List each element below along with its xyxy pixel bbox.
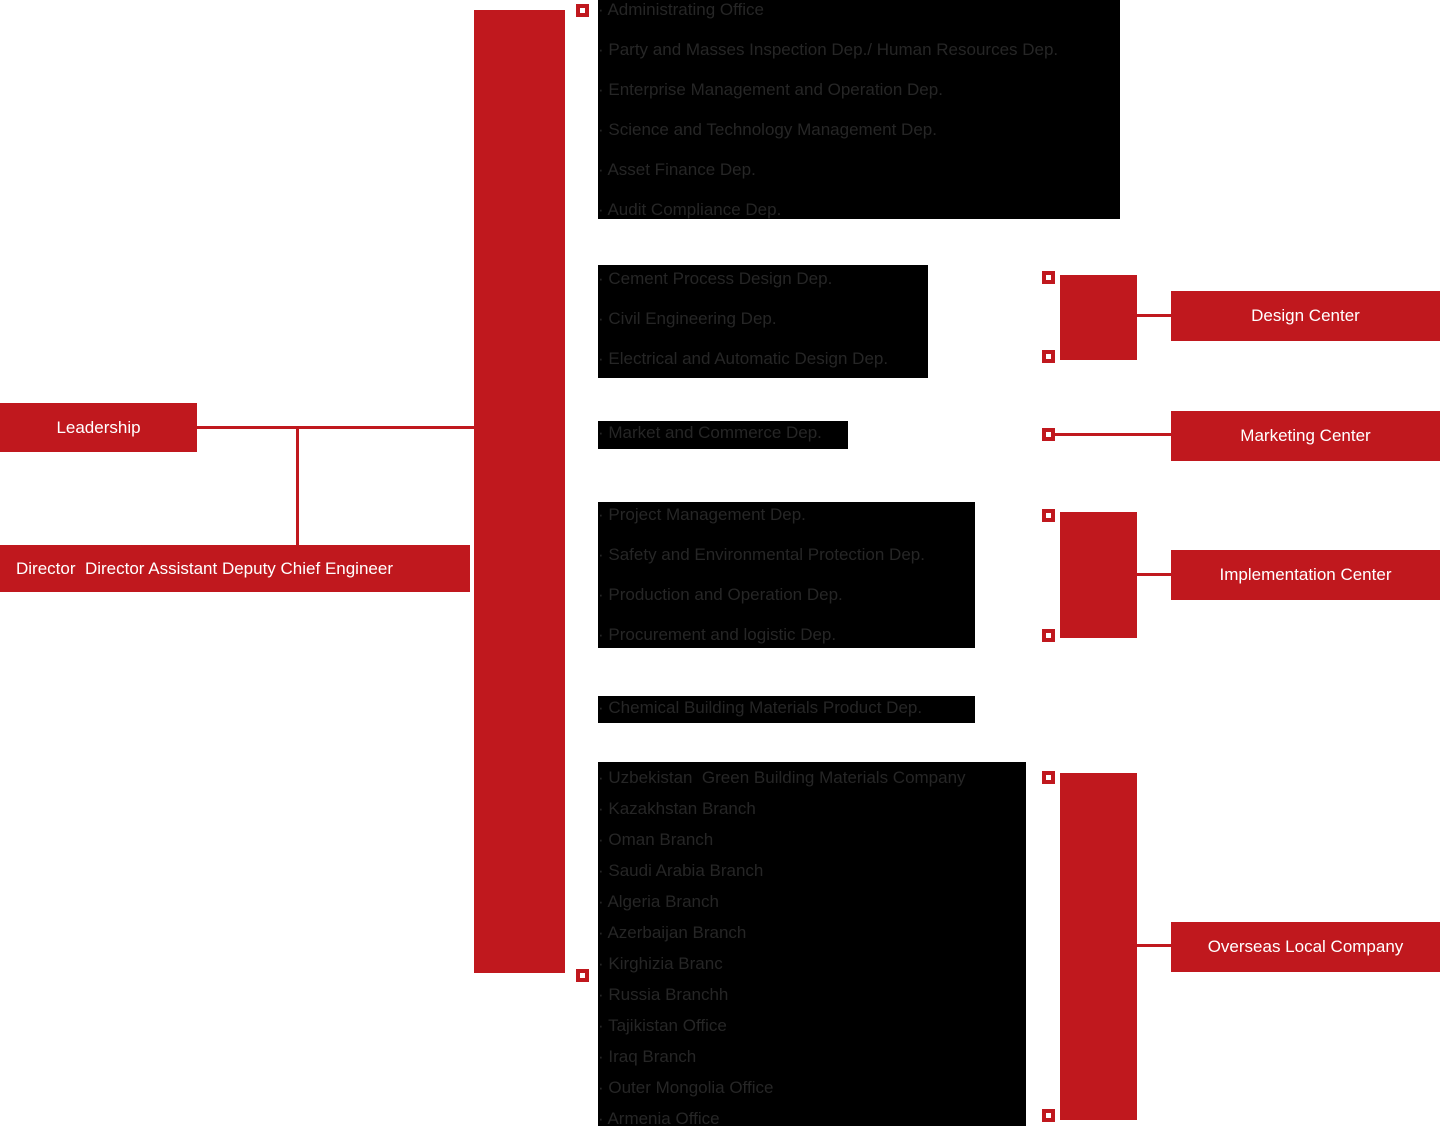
connector-node-icon [1042,509,1055,522]
dept-item: · Enterprise Management and Operation De… [598,80,943,99]
dept-item: · Armenia Office [598,1109,720,1126]
overseas-company-box: Overseas Local Company [1171,922,1440,972]
main-trunk-bar [474,10,565,973]
overseas-stub-bar [1060,773,1137,1120]
connector-node-icon [1042,629,1055,642]
design-stub-bar [1060,275,1137,360]
dept-group-overseas: · Uzbekistan Green Building Materials Co… [598,762,1026,1126]
dept-item: · Project Management Dep. [598,505,806,524]
implementation-center-label: Implementation Center [1219,565,1392,584]
connector-node-icon [576,969,589,982]
connector-line-leadership [197,426,474,429]
connector-node-icon [576,4,589,17]
design-center-box: Design Center [1171,291,1440,341]
dept-item: · Russia Branchh [598,985,729,1004]
dept-item: · Audit Compliance Dep. [598,200,782,219]
leadership-box: Leadership [0,403,197,452]
dept-item: · Iraq Branch [598,1047,697,1066]
connector-line-overseas [1137,944,1171,947]
dept-item: · Chemical Building Materials Product De… [598,698,923,717]
director-label: Director Director Assistant Deputy Chief… [16,558,393,578]
dept-item: · Science and Technology Management Dep. [598,120,937,139]
dept-item: · Market and Commerce Dep. [598,423,822,442]
leadership-label: Leadership [56,417,141,437]
connector-line-marketing [1055,433,1171,436]
dept-item: · Party and Masses Inspection Dep./ Huma… [598,40,1059,59]
dept-item: · Safety and Environmental Protection De… [598,545,925,564]
dept-item: · Oman Branch [598,830,714,849]
dept-item: · Civil Engineering Dep. [598,309,777,328]
marketing-center-box: Marketing Center [1171,411,1440,461]
dept-item: · Cement Process Design Dep. [598,269,833,288]
dept-item: · Administrating Office [598,0,764,19]
dept-item: · Saudi Arabia Branch [598,861,764,880]
dept-item: · Tajikistan Office [598,1016,727,1035]
connector-node-icon [1042,771,1055,784]
marketing-center-label: Marketing Center [1240,426,1371,445]
director-box: Director Director Assistant Deputy Chief… [0,545,470,592]
connector-node-icon [1042,428,1055,441]
dept-item: · Azerbaijan Branch [598,923,747,942]
implementation-center-box: Implementation Center [1171,550,1440,600]
dept-group-design: · Cement Process Design Dep. · Civil Eng… [598,265,928,378]
connector-line-director [296,426,299,547]
connector-node-icon [1042,1109,1055,1122]
dept-item: · Uzbekistan Green Building Materials Co… [598,768,966,787]
dept-item: · Asset Finance Dep. [598,160,756,179]
dept-item: · Kirghizia Branc [598,954,723,973]
dept-item: · Procurement and logistic Dep. [598,625,837,644]
implementation-stub-bar [1060,512,1137,638]
dept-group-marketing: · Market and Commerce Dep. [598,421,848,449]
dept-item: · Electrical and Automatic Design Dep. [598,349,889,368]
overseas-company-label: Overseas Local Company [1207,937,1404,956]
connector-node-icon [1042,271,1055,284]
dept-item: · Production and Operation Dep. [598,585,843,604]
dept-group-chemical: · Chemical Building Materials Product De… [598,696,975,723]
dept-item: · Algeria Branch [598,892,719,911]
connector-line-design [1137,314,1171,317]
connector-node-icon [1042,350,1055,363]
design-center-label: Design Center [1251,306,1360,325]
dept-item: · Kazakhstan Branch [598,799,756,818]
connector-line-implementation [1137,573,1171,576]
dept-item: · Outer Mongolia Office [598,1078,774,1097]
dept-group-implementation: · Project Management Dep. · Safety and E… [598,502,975,648]
dept-group-headquarters: · Administrating Office · Party and Mass… [598,0,1120,219]
